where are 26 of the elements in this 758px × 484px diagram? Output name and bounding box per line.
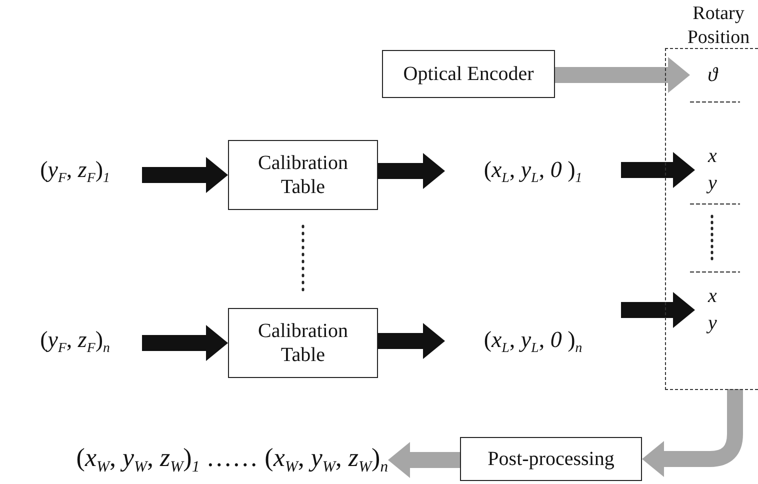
math-label: (x$_{W}$, y$_{W}$, z$_{W}$)$_{1}$ …… (x$_{W}$, y$_{W}$, z$_{W}$)$_{n}$ bbox=[76, 443, 388, 477]
block-arrow bbox=[388, 442, 460, 478]
variable-label: ϑ bbox=[708, 62, 718, 88]
block-arrow bbox=[555, 57, 690, 93]
math-label: (x$_{L}$, y$_{L}$, 0 )$_{n}$ bbox=[484, 326, 582, 356]
math-label: (x$_{L}$, y$_{L}$, 0 )$_{1}$ bbox=[484, 156, 582, 186]
math-label: (y$_{F}$, z$_{F}$)$_{n}$ bbox=[40, 326, 110, 356]
block-arrow bbox=[378, 153, 445, 189]
variable-label: x y bbox=[705, 144, 718, 196]
group-heading: Rotary Position bbox=[686, 2, 751, 50]
variable-label: x y bbox=[705, 284, 718, 336]
block-arrow bbox=[378, 323, 445, 359]
process-box bbox=[228, 308, 378, 378]
process-box bbox=[228, 140, 378, 210]
block-arrow bbox=[142, 157, 228, 193]
process-box bbox=[382, 50, 555, 98]
box-label: Calibration Table bbox=[257, 319, 349, 367]
box-label: Calibration Table bbox=[257, 151, 349, 199]
block-arrow bbox=[621, 152, 695, 188]
block-arrow bbox=[621, 292, 695, 328]
box-label: Optical Encoder bbox=[403, 62, 534, 86]
math-label: (y$_{F}$, z$_{F}$)$_{1}$ bbox=[40, 156, 110, 186]
block-arrow bbox=[642, 389, 743, 477]
process-box bbox=[460, 437, 642, 481]
block-arrow bbox=[142, 325, 228, 361]
box-label: Post-processing bbox=[488, 447, 614, 471]
